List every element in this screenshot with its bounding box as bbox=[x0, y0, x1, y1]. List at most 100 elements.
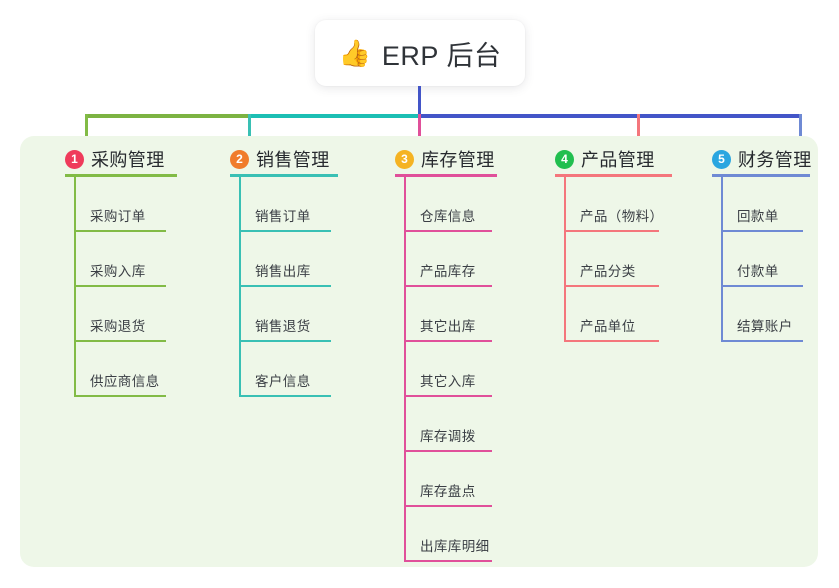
leaf-label: 客户信息 bbox=[255, 374, 311, 389]
leaf-rule bbox=[404, 395, 492, 397]
leaf-rule bbox=[564, 340, 659, 342]
leaf-item[interactable]: 采购退货 bbox=[74, 316, 166, 342]
leaf-item[interactable]: 其它入库 bbox=[404, 371, 492, 397]
leaf-label: 其它入库 bbox=[420, 374, 476, 389]
leaf-rule bbox=[721, 340, 803, 342]
branch-panel: 1 采购管理采购订单采购入库采购退货供应商信息 2 销售管理销售订单销售出库销售退货客… bbox=[20, 136, 818, 567]
leaf-item[interactable]: 回款单 bbox=[721, 206, 803, 232]
leaf-rule bbox=[74, 395, 166, 397]
leaf-rule bbox=[564, 285, 659, 287]
root-title: ERP 后台 bbox=[381, 40, 502, 71]
leaf-rule bbox=[74, 285, 166, 287]
leaf-item[interactable]: 销售订单 bbox=[239, 206, 331, 232]
leaf-item[interactable]: 出库库明细 bbox=[404, 536, 492, 562]
leaf-rule bbox=[404, 505, 492, 507]
branch-title-2: 销售管理 bbox=[256, 150, 330, 170]
branch-title-4: 产品管理 bbox=[581, 150, 655, 170]
branch-header-1[interactable]: 1 采购管理 bbox=[65, 146, 165, 172]
leaf-label: 产品分类 bbox=[580, 264, 636, 279]
leaf-rule bbox=[404, 230, 492, 232]
leaf-item[interactable]: 销售退货 bbox=[239, 316, 331, 342]
leaf-rule bbox=[239, 285, 331, 287]
leaf-item[interactable]: 产品分类 bbox=[564, 261, 659, 287]
leaf-rule bbox=[404, 450, 492, 452]
branch-header-3[interactable]: 3 库存管理 bbox=[395, 146, 495, 172]
leaf-label: 销售退货 bbox=[255, 319, 311, 334]
leaf-rule bbox=[74, 340, 166, 342]
leaf-item[interactable]: 采购入库 bbox=[74, 261, 166, 287]
leaf-item[interactable]: 其它出库 bbox=[404, 316, 492, 342]
leaf-item[interactable]: 客户信息 bbox=[239, 371, 331, 397]
branch-drop-3 bbox=[418, 114, 421, 150]
branch-header-rule-2 bbox=[230, 174, 338, 177]
leaf-label: 出库库明细 bbox=[420, 539, 490, 554]
leaf-label: 采购入库 bbox=[90, 264, 146, 279]
bus-segment-left bbox=[85, 114, 250, 118]
branch-column-4: 4 产品管理产品（物料） 产品分类产品单位 bbox=[555, 136, 712, 567]
leaf-rule bbox=[239, 395, 331, 397]
leaf-label: 采购退货 bbox=[90, 319, 146, 334]
branch-header-rule-4 bbox=[555, 174, 672, 177]
leaf-label: 仓库信息 bbox=[420, 209, 476, 224]
branch-header-4[interactable]: 4 产品管理 bbox=[555, 146, 655, 172]
branch-drop-5 bbox=[799, 114, 802, 150]
leaf-item[interactable]: 产品单位 bbox=[564, 316, 659, 342]
leaf-label: 结算账户 bbox=[737, 319, 793, 334]
branch-header-rule-3 bbox=[395, 174, 497, 177]
leaf-item[interactable]: 仓库信息 bbox=[404, 206, 492, 232]
leaf-rule bbox=[239, 340, 331, 342]
branch-title-5: 财务管理 bbox=[738, 150, 812, 170]
branch-header-5[interactable]: 5 财务管理 bbox=[712, 146, 812, 172]
leaf-label: 产品库存 bbox=[420, 264, 476, 279]
leaf-label: 付款单 bbox=[737, 264, 779, 279]
leaf-rule bbox=[721, 230, 803, 232]
leaf-label: 产品（物料） bbox=[580, 209, 664, 224]
leaf-label: 其它出库 bbox=[420, 319, 476, 334]
leaf-item[interactable]: 产品库存 bbox=[404, 261, 492, 287]
branch-trunk-4 bbox=[564, 174, 566, 342]
branch-badge-3: 3 bbox=[395, 149, 414, 169]
branch-drop-2 bbox=[248, 114, 251, 150]
leaf-label: 供应商信息 bbox=[90, 374, 160, 389]
leaf-rule bbox=[74, 230, 166, 232]
branch-title-3: 库存管理 bbox=[421, 150, 495, 170]
branch-header-rule-1 bbox=[65, 174, 177, 177]
leaf-label: 采购订单 bbox=[90, 209, 146, 224]
leaf-label: 回款单 bbox=[737, 209, 779, 224]
branch-badge-5: 5 bbox=[712, 149, 731, 169]
leaf-item[interactable]: 供应商信息 bbox=[74, 371, 166, 397]
branch-header-rule-5 bbox=[712, 174, 810, 177]
leaf-label: 库存盘点 bbox=[420, 484, 476, 499]
leaf-item[interactable]: 采购订单 bbox=[74, 206, 166, 232]
bus-segment-right bbox=[418, 114, 802, 118]
leaf-rule bbox=[721, 285, 803, 287]
leaf-label: 库存调拨 bbox=[420, 429, 476, 444]
branch-header-2[interactable]: 2 销售管理 bbox=[230, 146, 330, 172]
leaf-item[interactable]: 产品（物料） bbox=[564, 206, 663, 232]
leaf-item[interactable]: 库存盘点 bbox=[404, 481, 492, 507]
leaf-label: 销售订单 bbox=[255, 209, 311, 224]
branch-badge-2: 2 bbox=[230, 149, 249, 169]
branch-trunk-5 bbox=[721, 174, 723, 342]
branch-column-5: 5 财务管理回款单付款单结算账户 bbox=[712, 136, 839, 567]
leaf-item[interactable]: 销售出库 bbox=[239, 261, 331, 287]
leaf-rule bbox=[404, 285, 492, 287]
branch-column-1: 1 采购管理采购订单采购入库采购退货供应商信息 bbox=[65, 136, 217, 567]
leaf-item[interactable]: 库存调拨 bbox=[404, 426, 492, 452]
branch-drop-1 bbox=[85, 114, 88, 150]
branch-column-3: 3 库存管理仓库信息产品库存其它出库其它入库库存调拨库存盘点出库库明细 bbox=[395, 136, 537, 567]
leaf-rule bbox=[404, 560, 492, 562]
branch-badge-1: 1 bbox=[65, 149, 84, 169]
branch-drop-4 bbox=[637, 114, 640, 150]
leaf-label: 产品单位 bbox=[580, 319, 636, 334]
leaf-item[interactable]: 结算账户 bbox=[721, 316, 803, 342]
root-node[interactable]: 👍 ERP 后台 bbox=[315, 20, 525, 86]
leaf-rule bbox=[239, 230, 331, 232]
leaf-rule bbox=[404, 340, 492, 342]
root-stem bbox=[418, 86, 421, 118]
bus-segment-mid bbox=[248, 114, 420, 118]
branch-badge-4: 4 bbox=[555, 149, 574, 169]
leaf-item[interactable]: 付款单 bbox=[721, 261, 803, 287]
branch-title-1: 采购管理 bbox=[91, 150, 165, 170]
